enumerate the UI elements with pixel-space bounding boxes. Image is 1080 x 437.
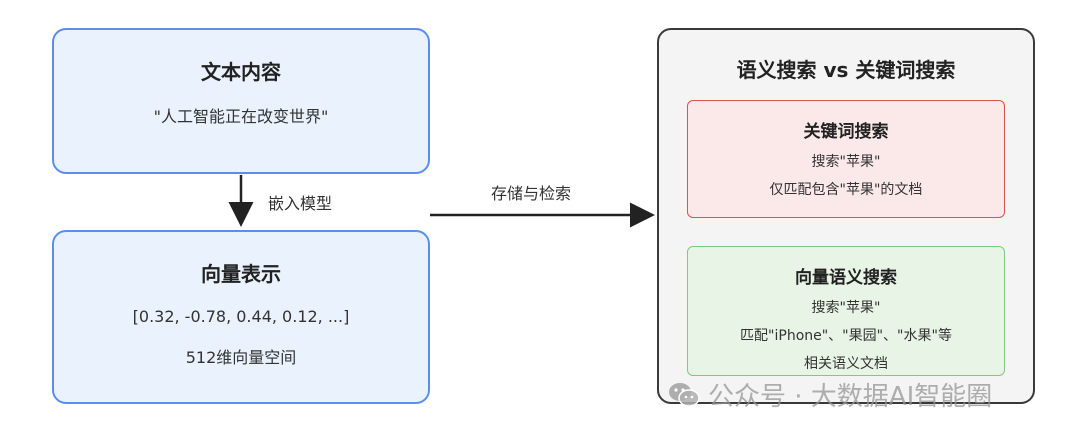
semantic-search-box: 向量语义搜索 搜索"苹果" 匹配"iPhone"、"果园"、"水果"等 相关语义… xyxy=(687,246,1005,376)
watermark: 公众号 · 大数据AI智能圈 xyxy=(668,376,992,413)
text-content-node: 文本内容 "人工智能正在改变世界" xyxy=(52,28,430,174)
store-retrieve-label: 存储与检索 xyxy=(485,180,578,204)
vector-values: [0.32, -0.78, 0.44, 0.12, ...] xyxy=(132,307,350,326)
semantic-search-matches: 匹配"iPhone"、"果园"、"水果"等 xyxy=(740,328,952,344)
keyword-search-box: 关键词搜索 搜索"苹果" 仅匹配包含"苹果"的文档 xyxy=(687,100,1005,218)
semantic-search-title: 向量语义搜索 xyxy=(795,268,897,288)
semantic-search-result: 相关语义文档 xyxy=(804,356,888,372)
vector-representation-node: 向量表示 [0.32, -0.78, 0.44, 0.12, ...] 512维… xyxy=(52,230,430,404)
semantic-search-query: 搜索"苹果" xyxy=(811,300,881,316)
vector-dimension: 512维向量空间 xyxy=(185,348,297,367)
embed-model-label: 嵌入模型 xyxy=(262,190,339,214)
watermark-text: 公众号 · 大数据AI智能圈 xyxy=(708,382,993,412)
search-comparison-panel: 语义搜索 vs 关键词搜索 关键词搜索 搜索"苹果" 仅匹配包含"苹果"的文档 … xyxy=(657,28,1035,404)
keyword-search-result: 仅匹配包含"苹果"的文档 xyxy=(769,182,923,198)
text-content-example: "人工智能正在改变世界" xyxy=(153,107,329,126)
vector-representation-title: 向量表示 xyxy=(201,262,281,286)
wechat-icon xyxy=(668,381,700,409)
text-content-title: 文本内容 xyxy=(201,60,281,84)
keyword-search-query: 搜索"苹果" xyxy=(811,154,881,170)
keyword-search-title: 关键词搜索 xyxy=(803,122,889,142)
comparison-title: 语义搜索 vs 关键词搜索 xyxy=(736,58,956,82)
